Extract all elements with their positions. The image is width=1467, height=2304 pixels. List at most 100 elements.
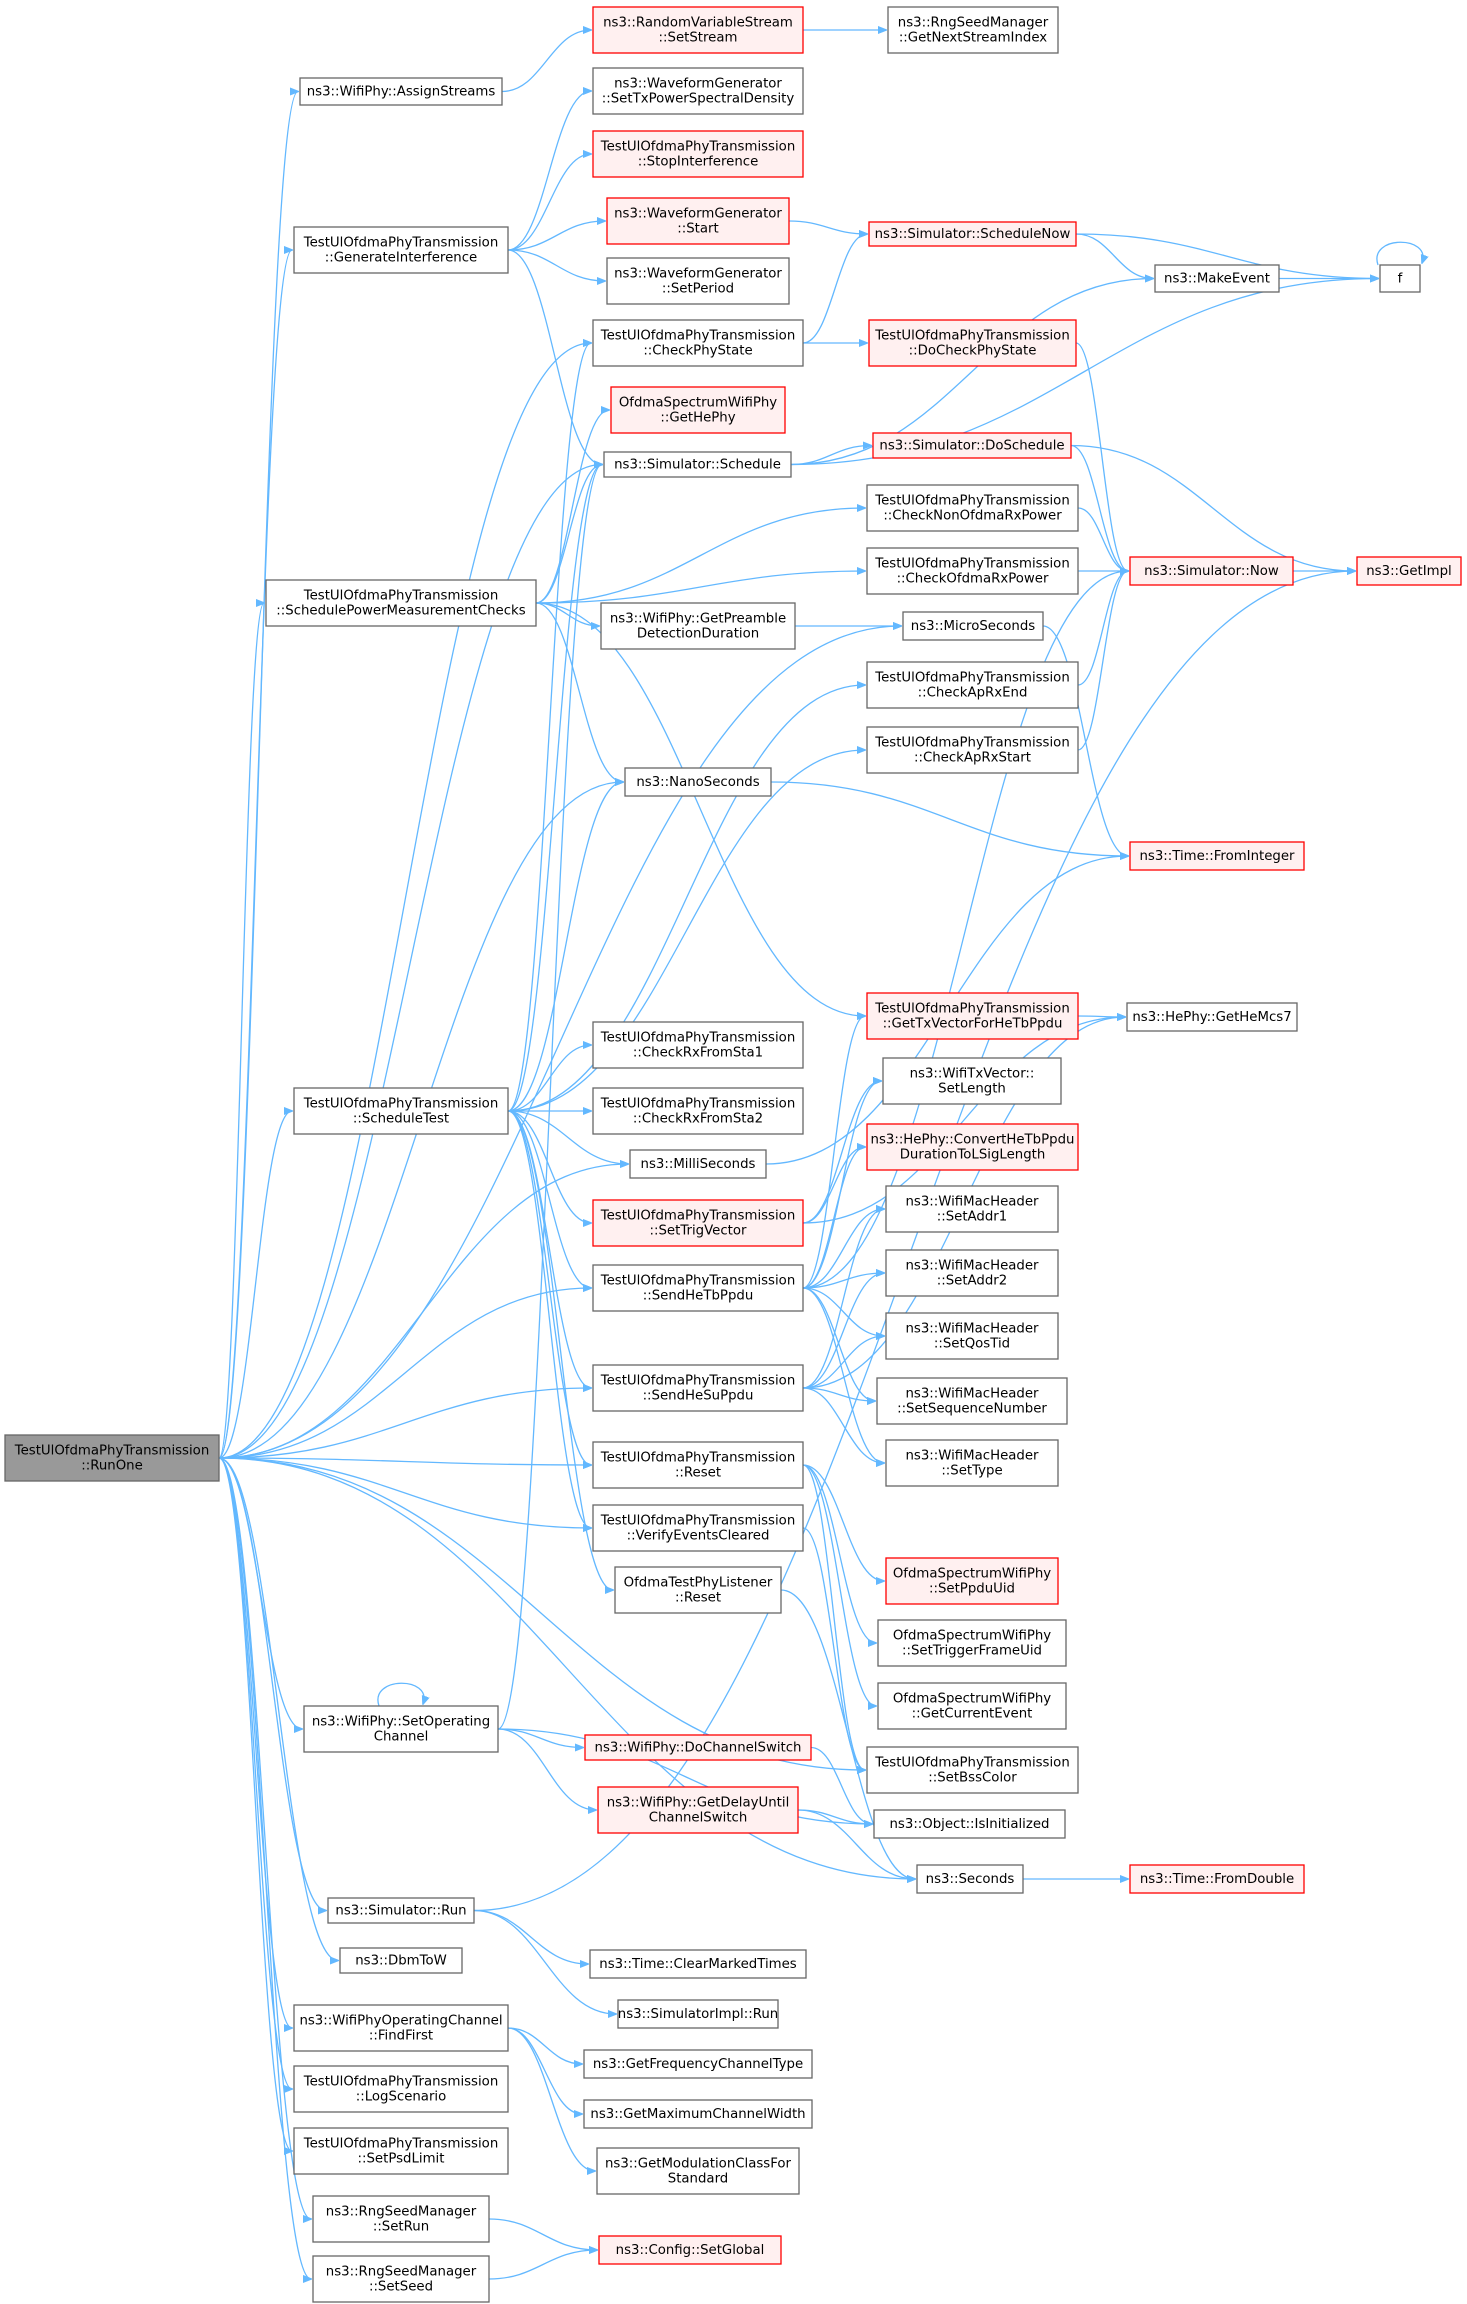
node-schedpower[interactable]: TestUlOfdmaPhyTransmission::SchedulePowe… xyxy=(265,579,537,627)
node-setstream[interactable]: ns3::RandomVariableStream::SetStream xyxy=(592,6,804,54)
node-logscenario[interactable]: TestUlOfdmaPhyTransmission::LogScenario xyxy=(293,2065,509,2113)
node-checkofdma[interactable]: TestUlOfdmaPhyTransmission::CheckOfdmaRx… xyxy=(866,547,1079,595)
node-box xyxy=(872,432,1072,459)
node-gethephy[interactable]: OfdmaSpectrumWifiPhy::GetHePhy xyxy=(610,386,786,434)
node-checkrxsta2[interactable]: TestUlOfdmaPhyTransmission::CheckRxFromS… xyxy=(592,1087,804,1135)
node-setperiod[interactable]: ns3::WaveformGenerator::SetPeriod xyxy=(606,257,790,305)
edge-schedpower-to-gettxvector xyxy=(535,602,865,1016)
node-simrun[interactable]: ns3::Simulator::Run xyxy=(327,1897,475,1924)
node-box xyxy=(1129,1864,1305,1894)
node-label-line: ns3::RngSeedManager xyxy=(326,2205,477,2220)
node-stopinterf[interactable]: TestUlOfdmaPhyTransmission::StopInterfer… xyxy=(592,130,804,178)
node-box xyxy=(1356,556,1462,586)
node-setaddr2[interactable]: ns3::WifiMacHeader::SetAddr2 xyxy=(885,1249,1059,1297)
node-f[interactable]: f xyxy=(1379,264,1421,293)
node-box xyxy=(902,611,1044,641)
node-setseqnum[interactable]: ns3::WifiMacHeader::SetSequenceNumber xyxy=(876,1377,1068,1425)
node-scheduletest[interactable]: TestUlOfdmaPhyTransmission::ScheduleTest xyxy=(293,1087,509,1135)
node-docheckphystate[interactable]: TestUlOfdmaPhyTransmission::DoCheckPhySt… xyxy=(868,319,1077,367)
node-listenerreset[interactable]: OfdmaTestPhyListener::Reset xyxy=(614,1566,782,1614)
node-fromdouble[interactable]: ns3::Time::FromDouble xyxy=(1129,1864,1305,1894)
edge-runone-to-checkphystate xyxy=(218,343,591,1459)
edge-simrun-to-clearmarked xyxy=(473,1909,588,1965)
node-doschedule[interactable]: ns3::Simulator::DoSchedule xyxy=(872,432,1072,459)
node-dochannelswitch[interactable]: ns3::WifiPhy::DoChannelSwitch xyxy=(584,1734,812,1761)
node-setppduuid[interactable]: OfdmaSpectrumWifiPhy::SetPpduUid xyxy=(885,1557,1059,1605)
node-checkphystate[interactable]: TestUlOfdmaPhyTransmission::CheckPhyStat… xyxy=(592,319,804,367)
node-box xyxy=(1379,264,1421,293)
node-settype[interactable]: ns3::WifiMacHeader::SetType xyxy=(885,1439,1059,1487)
node-schedulenow[interactable]: ns3::Simulator::ScheduleNow xyxy=(868,221,1077,247)
node-settriggeruid[interactable]: OfdmaSpectrumWifiPhy::SetTriggerFrameUid xyxy=(877,1619,1067,1667)
node-label-line: ::SchedulePowerMeasurementChecks xyxy=(276,604,525,619)
node-label-line: ns3::MakeEvent xyxy=(1164,272,1270,287)
node-gethemcs7[interactable]: ns3::HePhy::GetHeMcs7 xyxy=(1126,1002,1298,1032)
node-seconds[interactable]: ns3::Seconds xyxy=(916,1864,1024,1894)
node-box xyxy=(866,661,1079,709)
node-convertlsig[interactable]: ns3::HePhy::ConvertHeTbPpduDurationToLSi… xyxy=(866,1123,1079,1171)
node-setlength[interactable]: ns3::WifiTxVector::SetLength xyxy=(882,1057,1062,1105)
node-now[interactable]: ns3::Simulator::Now xyxy=(1129,556,1294,586)
node-verifycleared[interactable]: TestUlOfdmaPhyTransmission::VerifyEvents… xyxy=(592,1504,804,1552)
node-sendhetb[interactable]: TestUlOfdmaPhyTransmission::SendHeTbPpdu xyxy=(592,1264,804,1312)
node-label-line: ::GetCurrentEvent xyxy=(912,1707,1033,1722)
node-frominteger[interactable]: ns3::Time::FromInteger xyxy=(1129,841,1305,871)
node-makeevent[interactable]: ns3::MakeEvent xyxy=(1154,264,1280,293)
node-getpreamble[interactable]: ns3::WifiPhy::GetPreambleDetectionDurati… xyxy=(600,602,796,650)
node-implrun[interactable]: ns3::SimulatorImpl::Run xyxy=(617,1999,779,2029)
edge-setoperating-to-setoperating xyxy=(377,1682,424,1707)
node-setbsscolor[interactable]: TestUlOfdmaPhyTransmission::SetBssColor xyxy=(866,1746,1079,1794)
node-label-line: ns3::WaveformGenerator xyxy=(614,207,782,222)
node-microseconds[interactable]: ns3::MicroSeconds xyxy=(902,611,1044,641)
edge-doschedule-to-getimpl xyxy=(1070,444,1355,572)
node-clearmarked[interactable]: ns3::Time::ClearMarkedTimes xyxy=(589,1949,807,1979)
node-label-line: OfdmaSpectrumWifiPhy xyxy=(893,1692,1051,1707)
node-findfirst[interactable]: ns3::WifiPhyOperatingChannel::FindFirst xyxy=(293,2004,509,2052)
edge-checkaprxend-to-now xyxy=(1077,571,1128,686)
edge-reset-to-setbsscolor xyxy=(802,1464,865,1770)
node-checkrxsta1[interactable]: TestUlOfdmaPhyTransmission::CheckRxFromS… xyxy=(592,1021,804,1069)
node-runone[interactable]: TestUlOfdmaPhyTransmission::RunOne xyxy=(4,1434,220,1482)
node-box xyxy=(885,1557,1059,1605)
node-settrigvector[interactable]: TestUlOfdmaPhyTransmission::SetTrigVecto… xyxy=(592,1199,804,1247)
node-gettxvector[interactable]: TestUlOfdmaPhyTransmission::GetTxVectorF… xyxy=(866,992,1079,1040)
edge-verifycleared-to-setbsscolor xyxy=(802,1527,865,1770)
node-getmaxwidth[interactable]: ns3::GetMaximumChannelWidth xyxy=(583,2099,813,2129)
node-geninterf[interactable]: TestUlOfdmaPhyTransmission::GenerateInte… xyxy=(293,226,509,274)
node-box xyxy=(327,1897,475,1924)
edge-setoperating-to-schedule xyxy=(497,465,602,1730)
node-getimpl[interactable]: ns3::GetImpl xyxy=(1356,556,1462,586)
node-getnextstream[interactable]: ns3::RngSeedManager::GetNextStreamIndex xyxy=(887,6,1059,54)
node-label-line: ns3::Seconds xyxy=(926,1872,1015,1887)
node-getcurrentevent[interactable]: OfdmaSpectrumWifiPhy::GetCurrentEvent xyxy=(877,1682,1067,1730)
node-setaddr1[interactable]: ns3::WifiMacHeader::SetAddr1 xyxy=(885,1185,1059,1233)
node-sendhesu[interactable]: TestUlOfdmaPhyTransmission::SendHeSuPpdu xyxy=(592,1364,804,1412)
node-label-line: TestUlOfdmaPhyTransmission xyxy=(600,1274,796,1289)
node-reset[interactable]: TestUlOfdmaPhyTransmission::Reset xyxy=(592,1441,804,1489)
node-settxpsd[interactable]: ns3::WaveformGenerator::SetTxPowerSpectr… xyxy=(592,67,804,115)
node-dbmtow[interactable]: ns3::DbmToW xyxy=(339,1947,463,1974)
node-milliseconds[interactable]: ns3::MilliSeconds xyxy=(629,1149,767,1179)
node-setpsdlimit[interactable]: TestUlOfdmaPhyTransmission::SetPsdLimit xyxy=(293,2127,509,2175)
edge-sendhesu-to-setaddr1 xyxy=(802,1209,884,1389)
node-setqostid[interactable]: ns3::WifiMacHeader::SetQosTid xyxy=(885,1312,1059,1360)
edge-findfirst-to-getfreqtype xyxy=(507,2027,582,2064)
node-label-line: ns3::WifiMacHeader xyxy=(905,1387,1039,1402)
node-getfreqtype[interactable]: ns3::GetFrequencyChannelType xyxy=(583,2049,813,2079)
node-label-line: TestUlOfdmaPhyTransmission xyxy=(600,1097,796,1112)
node-setseed[interactable]: ns3::RngSeedManager::SetSeed xyxy=(312,2255,490,2303)
node-wgstart[interactable]: ns3::WaveformGenerator::Start xyxy=(606,197,790,245)
node-checkaprxstart[interactable]: TestUlOfdmaPhyTransmission::CheckApRxSta… xyxy=(866,726,1079,774)
node-assignstreams[interactable]: ns3::WifiPhy::AssignStreams xyxy=(299,77,503,106)
node-setrun[interactable]: ns3::RngSeedManager::SetRun xyxy=(312,2195,490,2243)
node-nanoseconds[interactable]: ns3::NanoSeconds xyxy=(624,767,772,797)
node-schedule[interactable]: ns3::Simulator::Schedule xyxy=(603,451,792,478)
node-label-line: ns3::GetImpl xyxy=(1366,564,1451,579)
node-checkaprxend[interactable]: TestUlOfdmaPhyTransmission::CheckApRxEnd xyxy=(866,661,1079,709)
node-setglobal[interactable]: ns3::Config::SetGlobal xyxy=(598,2235,782,2265)
node-checknonofdma[interactable]: TestUlOfdmaPhyTransmission::CheckNonOfdm… xyxy=(866,484,1079,532)
node-isinitialized[interactable]: ns3::Object::IsInitialized xyxy=(873,1809,1066,1839)
